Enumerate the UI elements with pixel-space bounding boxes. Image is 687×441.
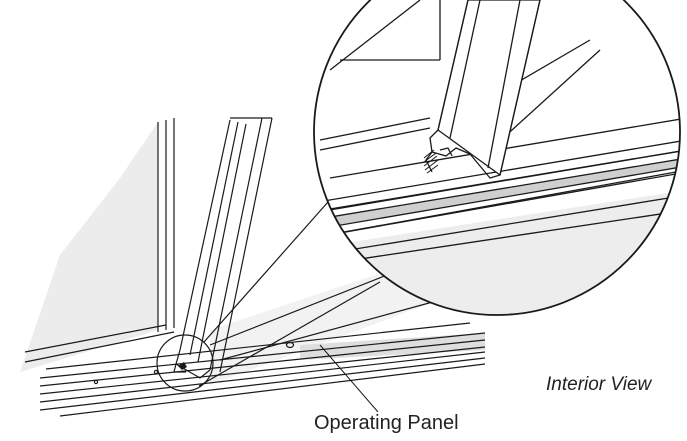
magnified-view [313, 0, 681, 316]
fixed-panel-frame [24, 118, 175, 363]
label-leader [319, 344, 379, 413]
latch-detail [178, 362, 187, 370]
sill-track [39, 322, 486, 417]
glass-edge-lower [219, 299, 441, 361]
operating-panel-stile [173, 117, 273, 379]
detail-circle [156, 334, 214, 392]
magnifier-line-lower [198, 281, 381, 387]
operating-panel-label: Operating Panel [314, 412, 459, 434]
wall-shading [20, 122, 158, 372]
interior-view-label: Interior View [546, 374, 652, 395]
magnifier-line-upper [203, 201, 329, 343]
